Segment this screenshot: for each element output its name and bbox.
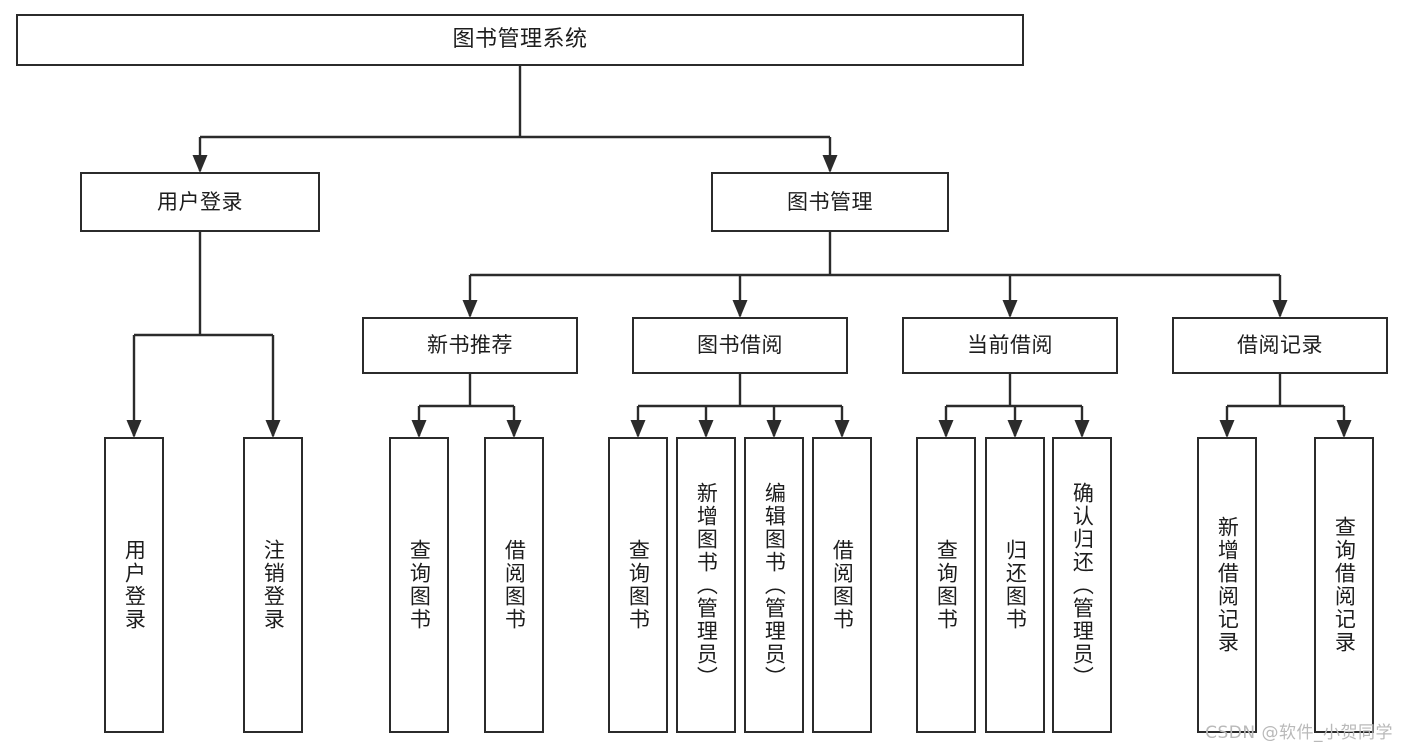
node-label: 借阅记录 — [1237, 333, 1323, 358]
arrowhead-icon — [834, 420, 850, 438]
arrowhead-icon — [1336, 420, 1352, 438]
arrowhead-icon — [732, 300, 748, 318]
node-label: 图书借阅 — [697, 333, 783, 358]
node-label: 编辑图书（管理员） — [762, 481, 787, 689]
arrowhead-icon — [938, 420, 954, 438]
arrowhead-icon — [1002, 300, 1018, 318]
arrowhead-icon — [1074, 420, 1090, 438]
watermark-label: CSDN @软件_小贺同学 — [1205, 723, 1393, 743]
node-leaf-confirm-return[interactable]: 确认归还（管理员） — [1052, 437, 1112, 733]
arrowhead-icon — [506, 420, 522, 438]
node-label: 新增图书（管理员） — [694, 481, 719, 689]
node-label: 图书管理 — [787, 189, 873, 214]
arrowhead-icon — [1007, 420, 1023, 438]
arrowhead-icon — [265, 420, 281, 438]
node-leaf-edit-book[interactable]: 编辑图书（管理员） — [744, 437, 804, 733]
arrowhead-icon — [1219, 420, 1235, 438]
node-new-book-rec[interactable]: 新书推荐 — [362, 317, 578, 374]
node-label: 查询借阅记录 — [1332, 516, 1357, 654]
node-label: 查询图书 — [934, 539, 959, 631]
node-label: 当前借阅 — [967, 333, 1053, 358]
node-label: 新增借阅记录 — [1215, 516, 1240, 654]
node-label: 查询图书 — [626, 539, 651, 631]
node-leaf-borrow-book-2[interactable]: 借阅图书 — [812, 437, 872, 733]
node-leaf-add-record[interactable]: 新增借阅记录 — [1197, 437, 1257, 733]
node-label: 图书管理系统 — [452, 27, 588, 53]
node-label: 归还图书 — [1003, 539, 1028, 631]
arrowhead-icon — [822, 155, 838, 173]
arrowhead-icon — [126, 420, 142, 438]
node-label: 用户登录 — [157, 189, 243, 214]
node-label: 用户登录 — [122, 539, 147, 631]
arrowhead-icon — [630, 420, 646, 438]
node-label: 借阅图书 — [502, 539, 527, 631]
arrowhead-icon — [192, 155, 208, 173]
node-leaf-query-book-2[interactable]: 查询图书 — [608, 437, 668, 733]
node-leaf-add-book[interactable]: 新增图书（管理员） — [676, 437, 736, 733]
node-leaf-query-record[interactable]: 查询借阅记录 — [1314, 437, 1374, 733]
node-leaf-return-book[interactable]: 归还图书 — [985, 437, 1045, 733]
arrowhead-icon — [411, 420, 427, 438]
arrowhead-icon — [462, 300, 478, 318]
node-label: 注销登录 — [261, 539, 286, 631]
arrowhead-icon — [766, 420, 782, 438]
edge-group-from-borrow-record — [1219, 374, 1352, 438]
node-current-borrow[interactable]: 当前借阅 — [902, 317, 1118, 374]
node-label: 借阅图书 — [830, 539, 855, 631]
node-label: 查询图书 — [407, 539, 432, 631]
arrowhead-icon — [1272, 300, 1288, 318]
node-user-login[interactable]: 用户登录 — [80, 172, 320, 232]
arrowhead-icon — [698, 420, 714, 438]
edge-group-from-root — [192, 66, 838, 173]
node-leaf-query-book-1[interactable]: 查询图书 — [389, 437, 449, 733]
node-label: 确认归还（管理员） — [1070, 481, 1095, 689]
node-root[interactable]: 图书管理系统 — [16, 14, 1024, 66]
edge-group-from-book-manage — [462, 232, 1288, 318]
node-borrow-record[interactable]: 借阅记录 — [1172, 317, 1388, 374]
edge-group-from-user-login — [126, 232, 281, 438]
node-leaf-logout[interactable]: 注销登录 — [243, 437, 303, 733]
node-book-borrow[interactable]: 图书借阅 — [632, 317, 848, 374]
node-leaf-user-login[interactable]: 用户登录 — [104, 437, 164, 733]
node-label: 新书推荐 — [427, 333, 513, 358]
node-leaf-query-book-3[interactable]: 查询图书 — [916, 437, 976, 733]
node-book-manage[interactable]: 图书管理 — [711, 172, 949, 232]
edge-group-from-book-borrow — [630, 374, 850, 438]
node-leaf-borrow-book-1[interactable]: 借阅图书 — [484, 437, 544, 733]
edge-group-from-new-book-rec — [411, 374, 522, 438]
edge-group-from-current-borrow — [938, 374, 1090, 438]
